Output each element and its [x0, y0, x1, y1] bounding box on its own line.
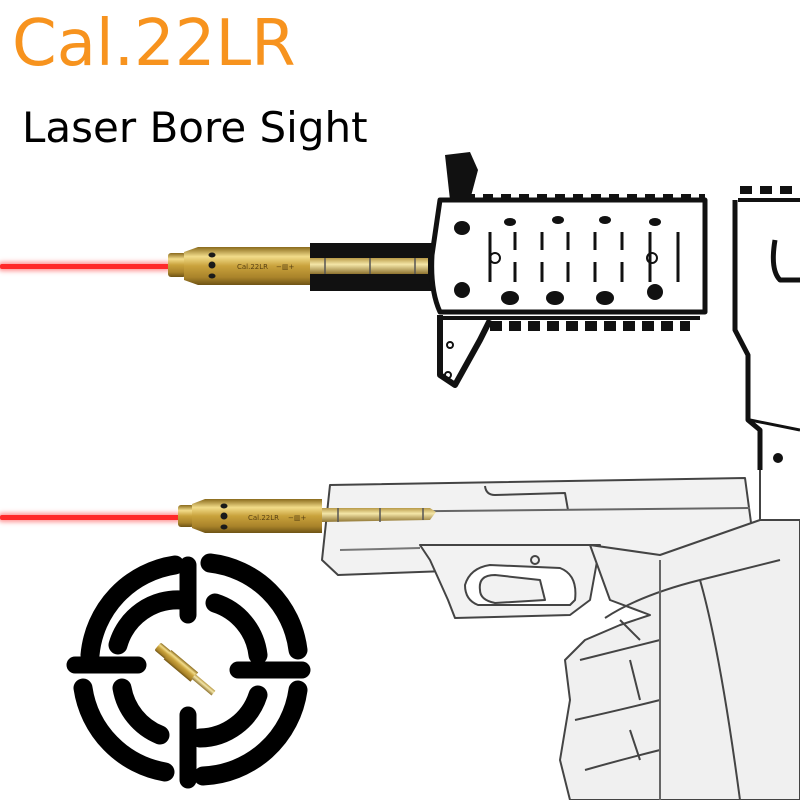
- pistol-engraving: Cal.22LR: [248, 514, 279, 522]
- pistol-laser-beam: [0, 515, 180, 520]
- pistol-illustration: [321, 470, 800, 800]
- pistol-adjust-mark: −▥+: [288, 514, 306, 522]
- rifle-bore-sight: Cal.22LR −▥+: [168, 247, 428, 285]
- caliber-title: Cal.22LR: [12, 7, 296, 81]
- product-subtitle: Laser Bore Sight: [22, 103, 368, 152]
- rifle-laser-beam: [0, 264, 170, 269]
- target-cartridge: [155, 643, 216, 696]
- target-crosshair-icon: [66, 553, 311, 789]
- pistol-bore-sight: Cal.22LR −▥+: [178, 499, 436, 533]
- rifle-illustration: [310, 152, 800, 470]
- rifle-engraving: Cal.22LR: [237, 263, 268, 271]
- rifle-adjust-mark: −▥+: [276, 263, 294, 271]
